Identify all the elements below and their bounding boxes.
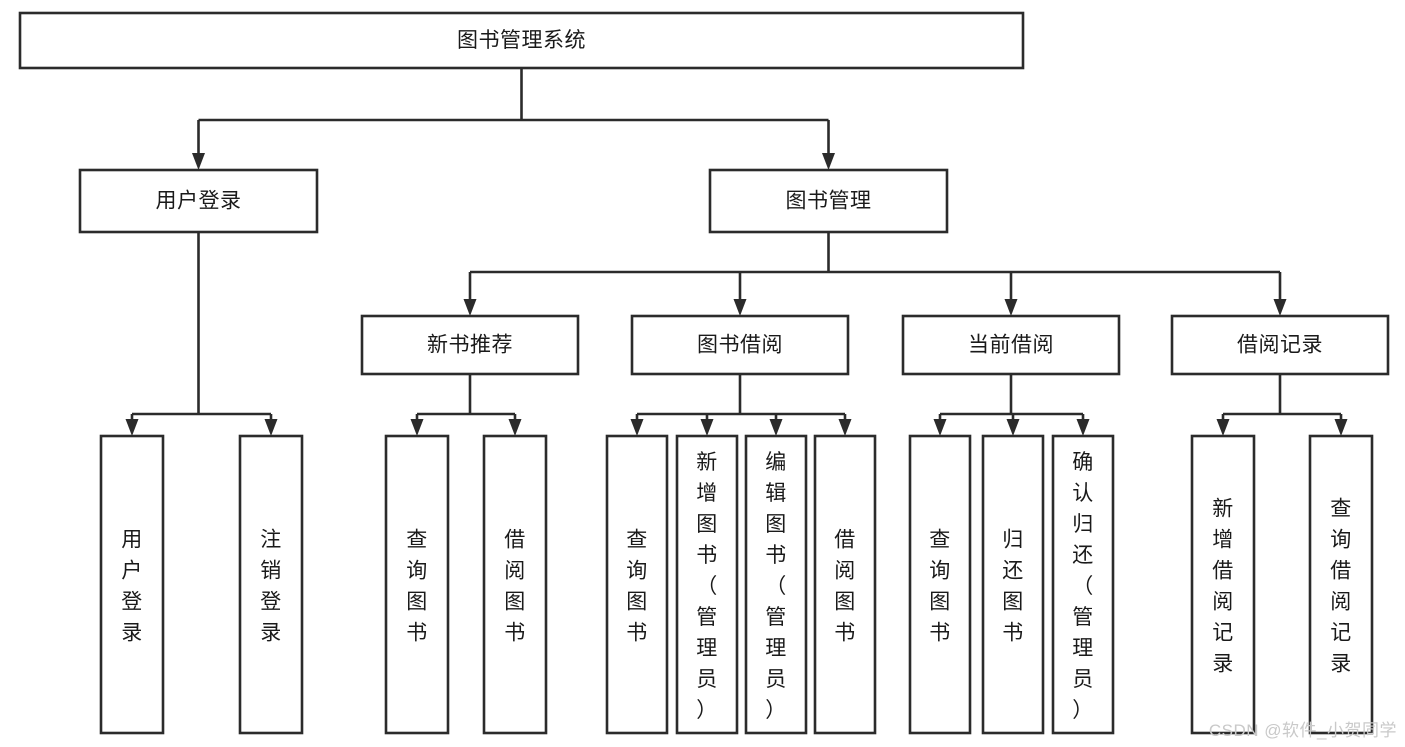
node-label-leaf-user-login: 用户登录 (121, 529, 143, 645)
node-leaf-return-book[interactable]: 归还图书 (981, 434, 1045, 735)
node-leaf-borrow-book-1[interactable]: 借阅图书 (482, 434, 548, 735)
node-label-leaf-query-borrow-record: 查询借阅记录 (1330, 498, 1352, 676)
node-label-leaf-query-book-3: 查询图书 (929, 529, 951, 645)
node-label-leaf-add-borrow-record: 新增借阅记录 (1212, 498, 1234, 676)
connector-layer (125, 68, 1348, 436)
node-leaf-confirm-return-admin[interactable]: 确认归还（管理员） (1051, 434, 1115, 735)
node-label-leaf-query-book-1: 查询图书 (406, 529, 428, 645)
node-box-borrow-record (1170, 314, 1390, 376)
node-label-book-borrow: 图书借阅 (697, 334, 783, 357)
node-new-book-recommend[interactable]: 新书推荐 (360, 314, 580, 376)
node-user-login[interactable]: 用户登录 (78, 168, 319, 234)
node-box-leaf-user-login (99, 434, 165, 735)
node-label-leaf-logout-login: 注销登录 (260, 529, 282, 645)
node-leaf-query-book-1[interactable]: 查询图书 (384, 434, 450, 735)
node-label-leaf-borrow-book-2: 借阅图书 (834, 529, 856, 645)
node-label-new-book-recommend: 新书推荐 (427, 334, 513, 357)
node-current-borrow[interactable]: 当前借阅 (901, 314, 1121, 376)
node-leaf-query-book-3[interactable]: 查询图书 (908, 434, 972, 735)
node-leaf-query-borrow-record[interactable]: 查询借阅记录 (1308, 434, 1374, 735)
node-borrow-record[interactable]: 借阅记录 (1170, 314, 1390, 376)
node-box-leaf-edit-book-admin (744, 434, 808, 735)
node-box-leaf-add-borrow-record (1190, 434, 1256, 735)
node-label-root: 图书管理系统 (457, 29, 586, 52)
node-box-leaf-logout-login (238, 434, 304, 735)
node-box-leaf-query-book-1 (384, 434, 450, 735)
node-label-leaf-query-book-2: 查询图书 (626, 529, 648, 645)
node-leaf-add-borrow-record[interactable]: 新增借阅记录 (1190, 434, 1256, 735)
node-label-user-login: 用户登录 (156, 190, 242, 213)
node-leaf-add-book-admin[interactable]: 新增图书（管理员） (675, 434, 739, 735)
node-label-leaf-return-book: 归还图书 (1002, 529, 1024, 645)
node-book-borrow[interactable]: 图书借阅 (630, 314, 850, 376)
node-box-leaf-add-book-admin (675, 434, 739, 735)
node-label-leaf-edit-book-admin: 编辑图书（管理员） (765, 451, 787, 722)
node-label-book-manage: 图书管理 (786, 190, 872, 213)
node-leaf-query-book-2[interactable]: 查询图书 (605, 434, 669, 735)
node-box-leaf-query-borrow-record (1308, 434, 1374, 735)
node-box-current-borrow (901, 314, 1121, 376)
node-root[interactable]: 图书管理系统 (18, 11, 1025, 70)
node-box-new-book-recommend (360, 314, 580, 376)
node-label-borrow-record: 借阅记录 (1237, 334, 1323, 357)
node-box-leaf-borrow-book-2 (813, 434, 877, 735)
node-box-leaf-query-book-3 (908, 434, 972, 735)
node-book-manage[interactable]: 图书管理 (708, 168, 949, 234)
node-box-leaf-confirm-return-admin (1051, 434, 1115, 735)
node-leaf-edit-book-admin[interactable]: 编辑图书（管理员） (744, 434, 808, 735)
node-leaf-user-login[interactable]: 用户登录 (99, 434, 165, 735)
node-leaf-borrow-book-2[interactable]: 借阅图书 (813, 434, 877, 735)
node-label-leaf-borrow-book-1: 借阅图书 (504, 529, 526, 645)
node-box-leaf-borrow-book-1 (482, 434, 548, 735)
node-box-leaf-return-book (981, 434, 1045, 735)
node-box-leaf-query-book-2 (605, 434, 669, 735)
node-box-user-login (78, 168, 319, 234)
node-leaf-logout-login[interactable]: 注销登录 (238, 434, 304, 735)
csdn-watermark: CSDN @软件_小贺同学 (1208, 721, 1397, 740)
node-box-book-borrow (630, 314, 850, 376)
node-layer: 图书管理系统用户登录图书管理新书推荐图书借阅当前借阅借阅记录用户登录注销登录查询… (18, 11, 1390, 735)
node-label-leaf-add-book-admin: 新增图书（管理员） (696, 451, 718, 722)
node-label-leaf-confirm-return-admin: 确认归还（管理员） (1072, 451, 1094, 722)
node-box-book-manage (708, 168, 949, 234)
node-label-current-borrow: 当前借阅 (968, 334, 1054, 357)
node-box-root (18, 11, 1025, 70)
